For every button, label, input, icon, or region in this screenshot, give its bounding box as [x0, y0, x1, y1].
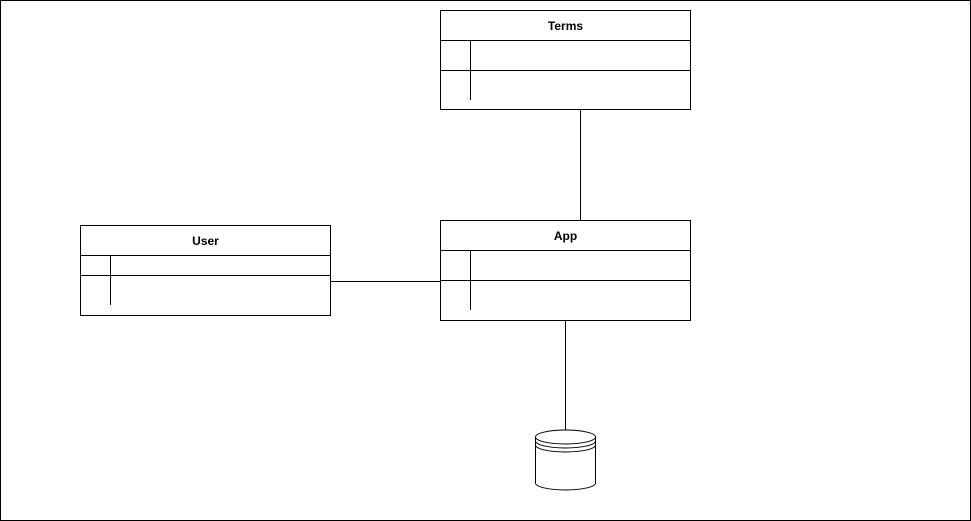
- entity-user-box: [80, 225, 331, 316]
- entity-terms[interactable]: Terms: [440, 10, 691, 110]
- database-top: [535, 429, 596, 445]
- entity-app-box: [440, 220, 691, 321]
- entity-terms-box: [440, 10, 691, 110]
- entity-terms-title: Terms: [548, 19, 583, 33]
- entity-user-title: User: [192, 234, 219, 248]
- entity-user[interactable]: User: [80, 225, 331, 316]
- entity-app[interactable]: App: [440, 220, 691, 321]
- database-ring: [535, 440, 596, 449]
- database-ring: [535, 444, 596, 453]
- database-body: [535, 437, 596, 491]
- entity-app-title: App: [554, 229, 577, 243]
- database-cylinder-icon[interactable]: [535, 429, 596, 491]
